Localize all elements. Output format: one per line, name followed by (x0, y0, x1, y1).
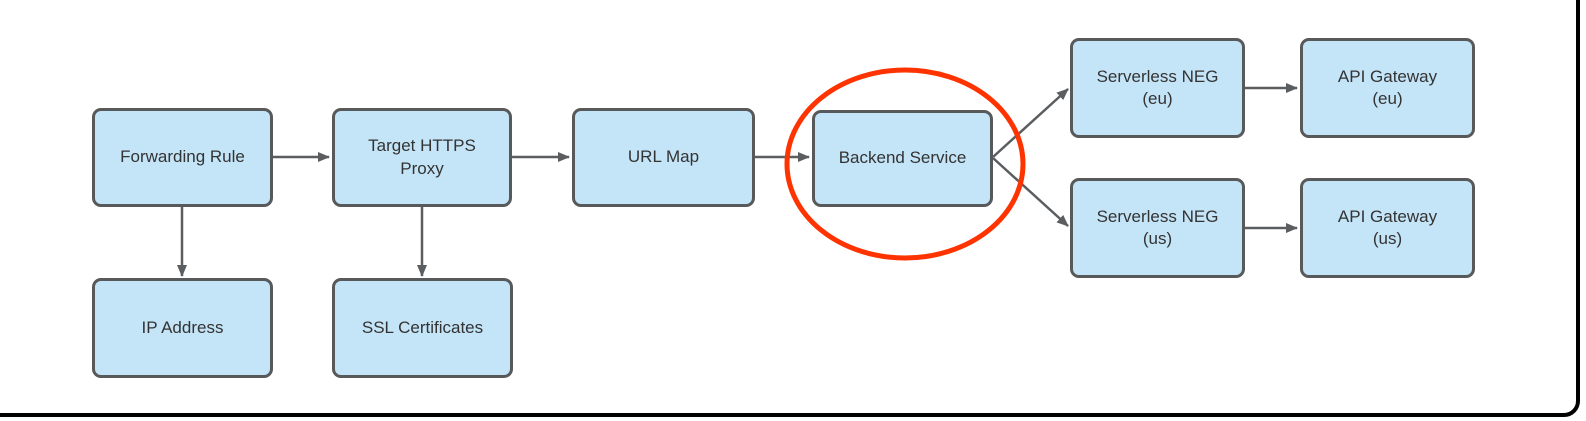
node-forwarding-rule: Forwarding Rule (92, 108, 273, 207)
node-target-https-proxy: Target HTTPS Proxy (332, 108, 512, 207)
node-serverless-neg-us: Serverless NEG (us) (1070, 178, 1245, 278)
node-api-gateway-us: API Gateway (us) (1300, 178, 1475, 278)
node-ssl-certificates-label: SSL Certificates (361, 317, 484, 337)
node-url-map-label: URL Map (627, 147, 700, 167)
node-backend-service-label: Backend Service (838, 148, 967, 168)
node-url-map: URL Map (572, 108, 755, 207)
node-ip-address-label: IP Address (141, 317, 224, 337)
node-backend-service: Backend Service (812, 110, 993, 207)
node-ssl-certificates: SSL Certificates (332, 278, 513, 378)
node-serverless-neg-eu-label: Serverless NEG (eu) (1096, 66, 1219, 108)
edge-backend-service-to-serverless-neg-us (992, 157, 1069, 227)
node-api-gateway-us-label: API Gateway (us) (1337, 206, 1438, 248)
node-forwarding-rule-label: Forwarding Rule (120, 147, 245, 167)
node-api-gateway-eu-label: API Gateway (eu) (1337, 66, 1438, 108)
node-serverless-neg-us-label: Serverless NEG (us) (1096, 206, 1219, 248)
node-target-https-proxy-label: Target HTTPS Proxy (368, 136, 476, 178)
node-api-gateway-eu: API Gateway (eu) (1300, 38, 1475, 138)
node-ip-address: IP Address (92, 278, 273, 378)
edge-backend-service-to-serverless-neg-eu (992, 88, 1069, 158)
node-serverless-neg-eu: Serverless NEG (eu) (1070, 38, 1245, 138)
